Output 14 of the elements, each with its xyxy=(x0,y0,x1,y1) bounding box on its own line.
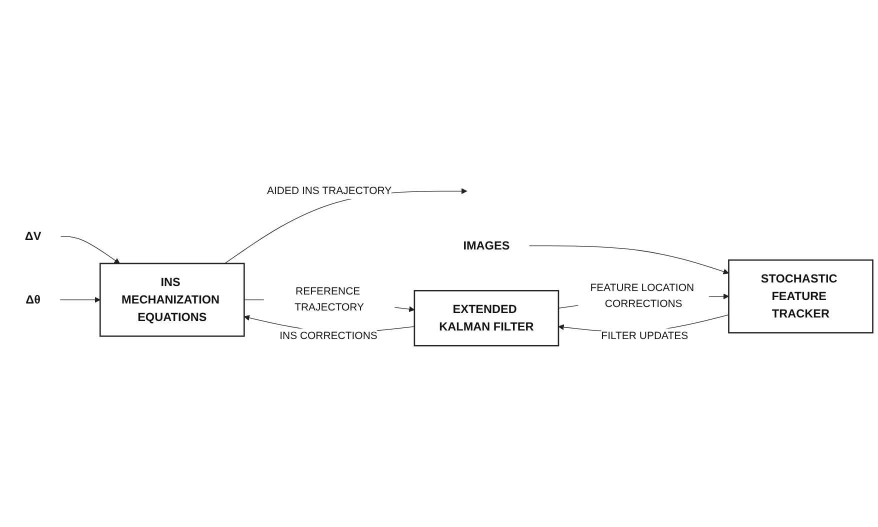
node-text: IMAGES xyxy=(463,238,510,252)
node-box: INS MECHANIZATION EQUATIONS xyxy=(100,262,245,337)
node-box: EXTENDED KALMAN FILTER xyxy=(414,290,560,346)
edge-label: INS CORRECTIONS xyxy=(280,330,378,342)
arrow xyxy=(529,246,729,274)
node-text: ΔV xyxy=(24,229,42,243)
arrow xyxy=(60,236,120,264)
edge-label: FILTER UPDATES xyxy=(601,330,688,342)
node-box: STOCHASTIC FEATURE TRACKER xyxy=(728,259,874,334)
edge-label: AIDED INS TRAJECTORY xyxy=(267,185,392,196)
arrow xyxy=(60,296,100,303)
node-text: Δθ xyxy=(26,292,40,306)
edge-label: FEATURE LOCATION CORRECTIONS xyxy=(590,282,694,310)
edge-label: REFERENCE TRAJECTORY xyxy=(294,286,364,313)
